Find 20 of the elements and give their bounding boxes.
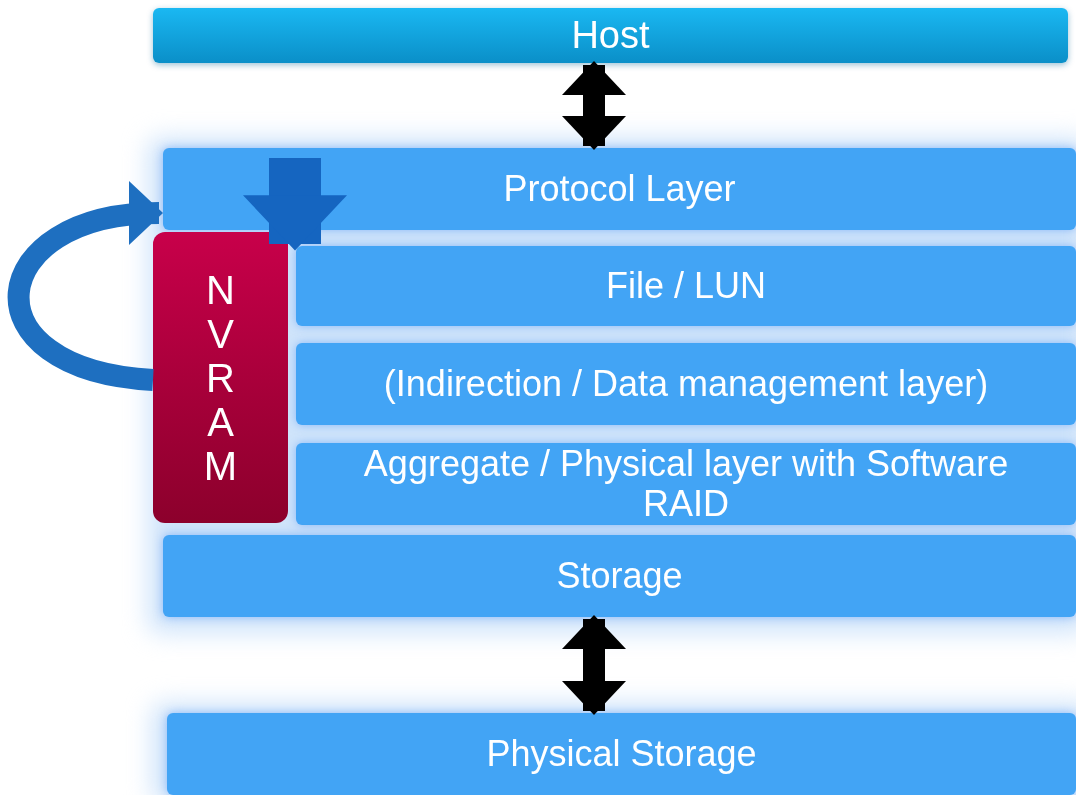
arrow xyxy=(562,615,626,715)
layer-label: (Indirection / Data management layer) xyxy=(383,364,989,404)
layer-label: File / LUN xyxy=(606,266,766,306)
layer-label: NVRAM xyxy=(202,267,239,488)
layer-label: Protocol Layer xyxy=(503,169,736,209)
layer-box xyxy=(296,246,1076,326)
layer-box xyxy=(296,443,1076,525)
arrow xyxy=(8,183,163,391)
arrow xyxy=(243,158,347,251)
layer-label: Host xyxy=(571,13,650,58)
layer-box xyxy=(163,535,1076,617)
memory-block xyxy=(153,232,288,523)
layer-box xyxy=(163,148,1076,230)
layer-label: Physical Storage xyxy=(486,734,757,774)
layer-box xyxy=(153,8,1068,63)
layer-label: Aggregate / Physical layer with Software RAID xyxy=(362,444,1010,524)
layer-box xyxy=(167,713,1076,795)
arrow xyxy=(562,61,626,150)
layer-box xyxy=(296,343,1076,425)
layer-label: Storage xyxy=(556,556,683,596)
